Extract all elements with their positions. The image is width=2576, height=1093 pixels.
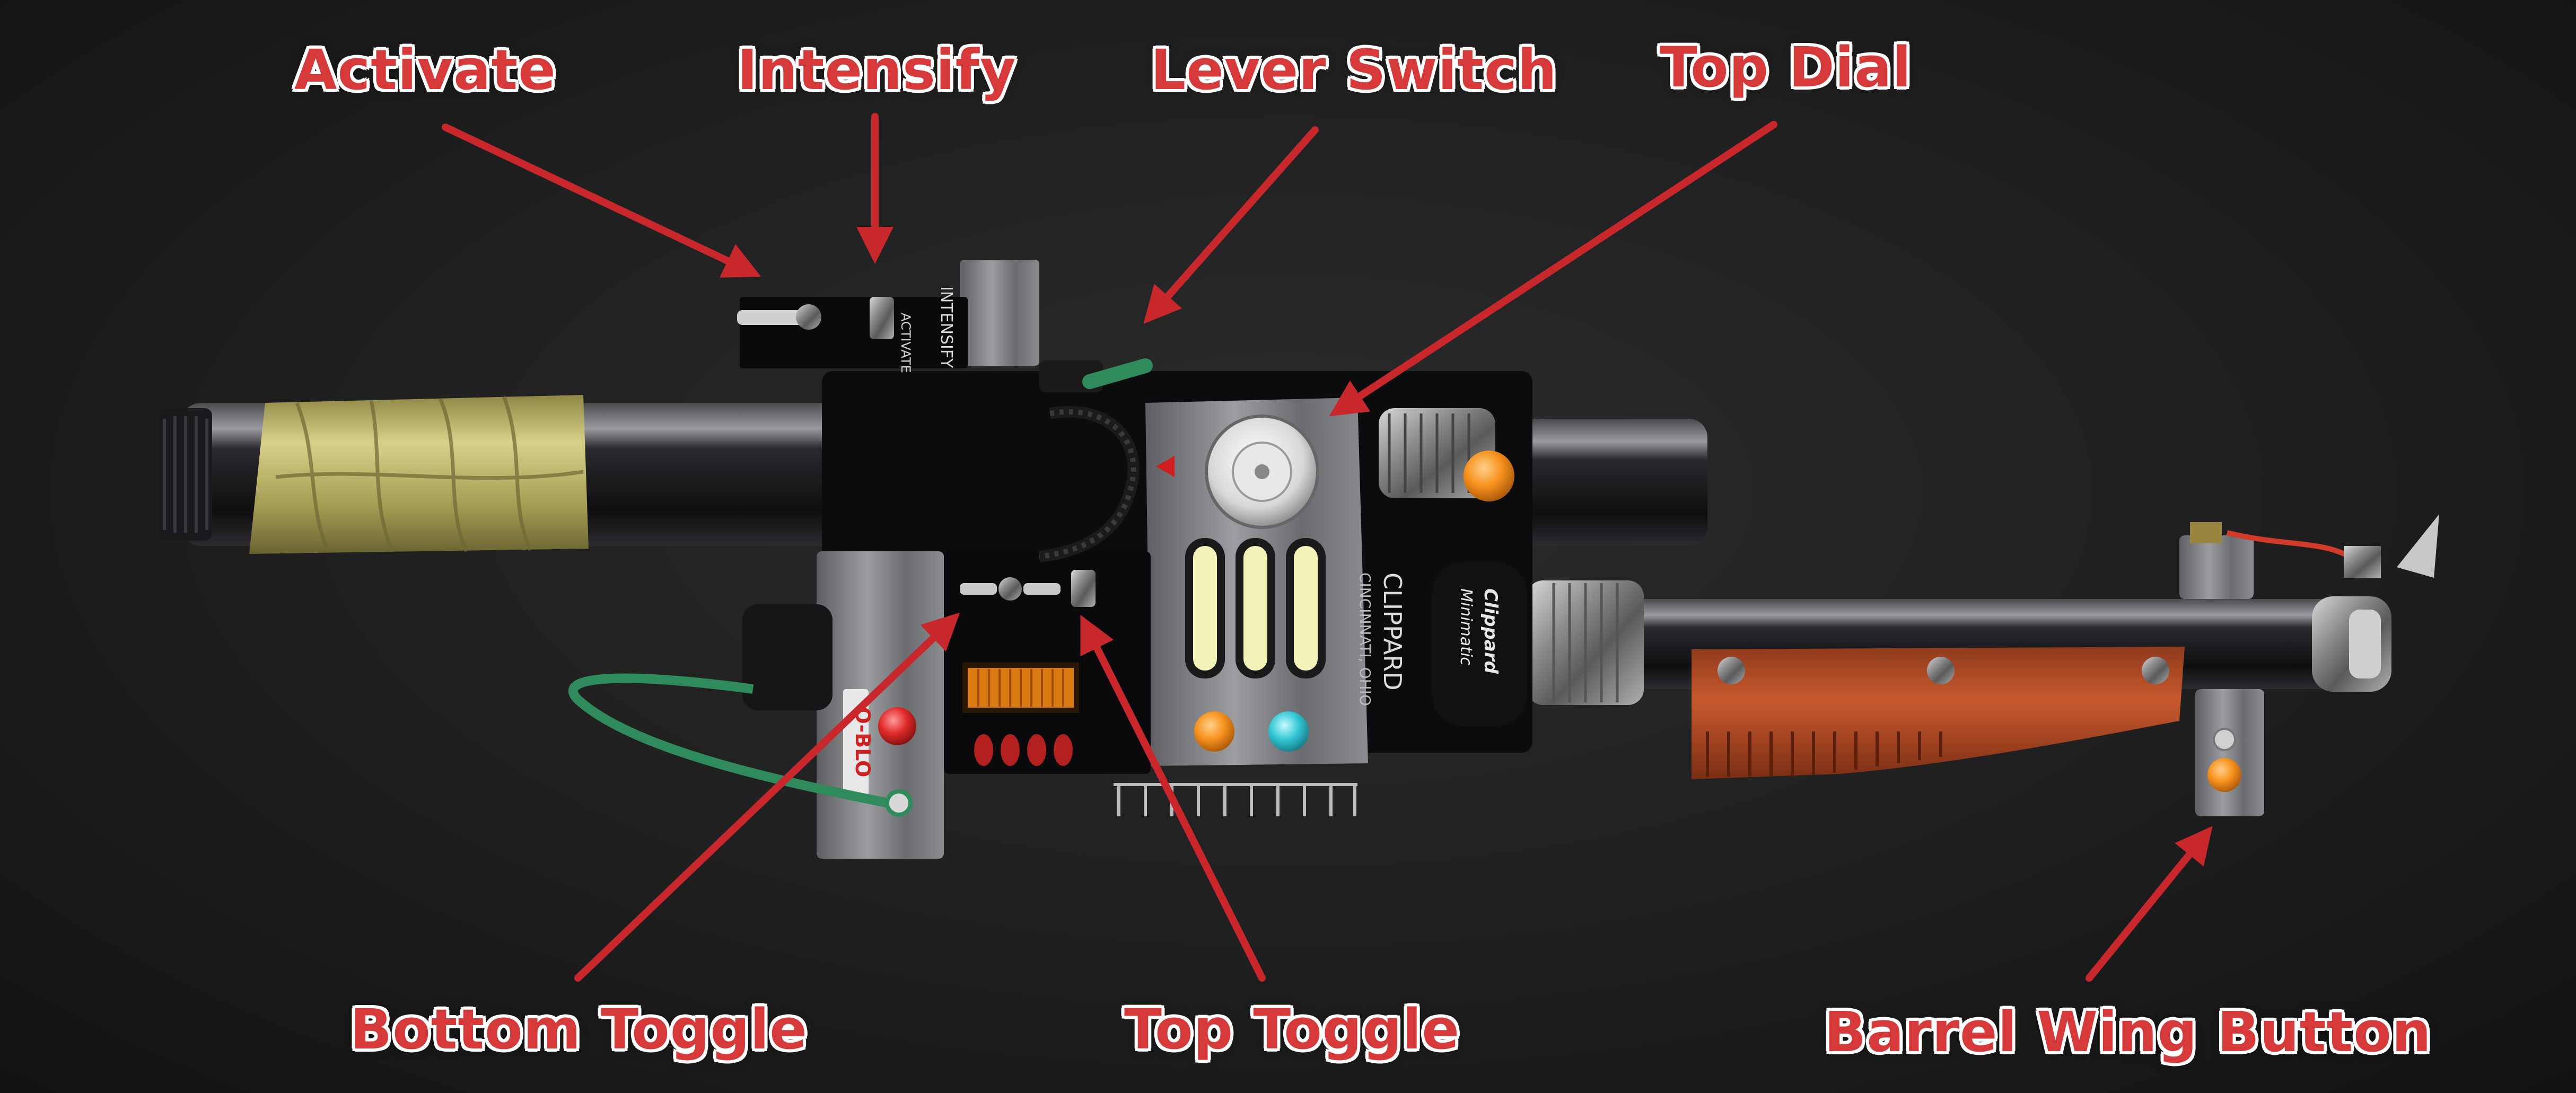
intensify-plate-text: INTENSIFY (937, 286, 956, 368)
arrow-barrel-wing-button (2086, 826, 2213, 982)
orange-button-icon (1194, 711, 1234, 752)
label-top-toggle: Top Toggle (1124, 997, 1460, 1062)
label-bottom-toggle: Bottom Toggle (350, 997, 808, 1062)
maker-name-text: CLIPPARD (1378, 572, 1407, 691)
tape-wrap (249, 395, 589, 554)
label-intensify: Intensify (737, 38, 1017, 102)
side-knob (1379, 408, 1514, 501)
barrel-wing-bracket (2179, 514, 2439, 816)
arrow-top-toggle (1080, 614, 1266, 982)
activate-intensify-box: INTENSIFY ACTIVATE (737, 260, 1039, 373)
toggle-panel (944, 551, 1357, 816)
label-activate: Activate (294, 38, 556, 102)
wood-grip (1692, 647, 2185, 779)
side-plate-text: O-BLO (851, 707, 874, 778)
arrow-lever-switch (1143, 126, 1319, 324)
badge-model-text: Minimatic (1457, 588, 1475, 666)
activate-plate-text: ACTIVATE (898, 313, 913, 373)
label-barrel-wing-button: Barrel Wing Button (1824, 1000, 2432, 1064)
barrel-wing-button-icon (2207, 758, 2241, 792)
minimatic-badge: Clippard Minimatic (1432, 562, 1527, 726)
red-button-icon (878, 707, 916, 745)
arrow-bottom-toggle (574, 612, 960, 982)
arrow-top-dial (1329, 121, 1777, 417)
intensify-toggle-icon (870, 297, 894, 339)
maker-city-text: CINCINNATI, OHIO (1356, 572, 1374, 706)
arrow-activate (442, 124, 761, 278)
green-hose (568, 673, 903, 810)
orange-knob-button-icon (1464, 451, 1514, 501)
indicator-light-bars (1185, 538, 1326, 678)
lever-switch (1039, 358, 1153, 392)
top-toggle-icon (1071, 570, 1096, 607)
label-top-dial: Top Dial (1660, 35, 1912, 100)
activate-toggle-icon (737, 310, 806, 325)
cyan-button-icon (1268, 711, 1309, 752)
annotation-arrows (442, 113, 2213, 982)
badge-brand-text: Clippard (1480, 588, 1501, 674)
label-lever-switch: Lever Switch (1151, 38, 1557, 102)
front-control-panel: CLIPPARD CINCINNATI, OHIO (1145, 398, 1407, 766)
bottom-toggle-icon (960, 583, 997, 595)
